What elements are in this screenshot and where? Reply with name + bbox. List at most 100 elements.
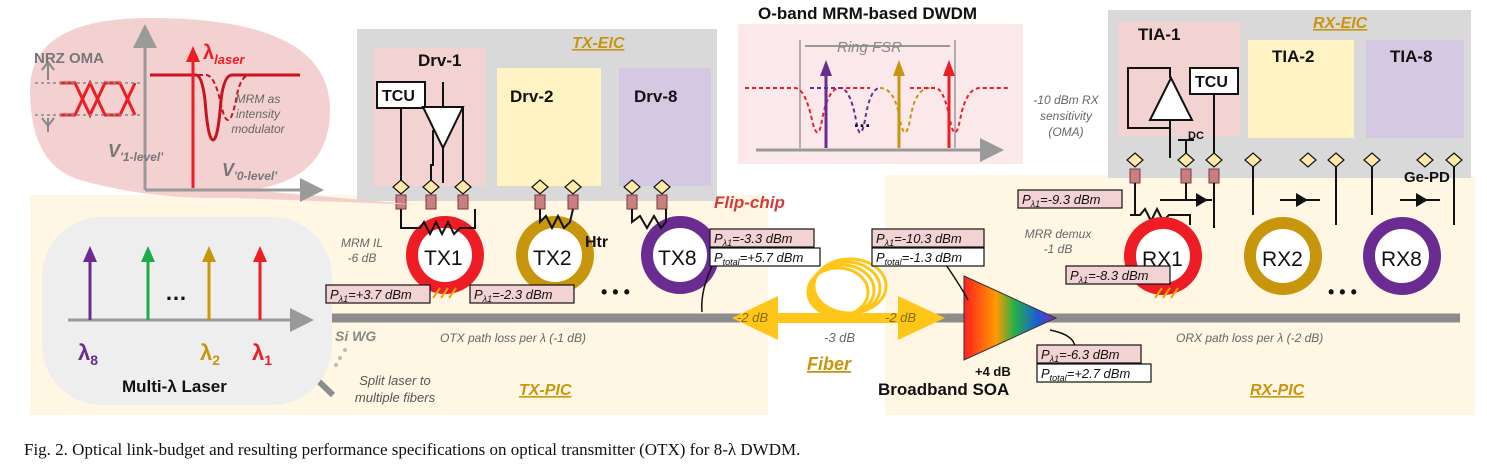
tia-1-label: TIA-1 — [1138, 25, 1181, 44]
fiber-coupler-right — [898, 296, 945, 340]
rx-sens-line2: sensitivity — [1040, 109, 1093, 123]
mrm-modulator-line2: intensity — [236, 107, 281, 121]
power-label-soa-out-l1: Pλ1=-6.3 dBm — [1036, 344, 1142, 364]
rx-flip-chip-bumps — [1126, 152, 1463, 184]
tia-8-label: TIA-8 — [1390, 47, 1433, 66]
dwdm-curve-red-left — [745, 87, 870, 134]
dwdm-ellipsis: … — [853, 111, 871, 131]
fiber-label: Fiber — [807, 354, 852, 374]
svg-text:Ptotal=+5.7 dBm: Ptotal=+5.7 dBm — [714, 250, 803, 267]
lambda-2-label: λ2 — [200, 340, 220, 368]
dwdm-curve-gold — [879, 87, 931, 134]
mrr-demux-line1: MRR demux — [1025, 227, 1093, 241]
power-label-tx2-in: Pλ1=-2.3 dBm — [469, 284, 575, 304]
fiber-line — [778, 313, 898, 323]
ring-fsr-label: Ring FSR — [837, 39, 902, 56]
power-label-fiber-out-total: Ptotal=-1.3 dBm — [871, 247, 985, 267]
soa-label: Broadband SOA — [878, 380, 1009, 399]
drv-8-label: Drv-8 — [634, 87, 677, 106]
rx2-ring — [1244, 217, 1322, 295]
fiber-coil — [806, 257, 888, 318]
pd-diode-2 — [1296, 193, 1308, 207]
drv-1-wiring — [400, 82, 464, 183]
svg-text:Pλ1=-10.3 dBm: Pλ1=-10.3 dBm — [876, 231, 962, 248]
svg-text:Pλ1=+3.7 dBm: Pλ1=+3.7 dBm — [330, 287, 412, 304]
tx-dots: • • • — [601, 282, 630, 302]
soa-triangle — [963, 275, 1058, 361]
tx2-label: TX2 — [533, 247, 572, 270]
svg-text:Pλ1=-6.3 dBm: Pλ1=-6.3 dBm — [1041, 347, 1120, 364]
power-label-rx1-pd: Pλ1=-9.3 dBm — [1017, 189, 1123, 209]
lambda-8-label: λ8 — [78, 340, 98, 368]
tx8-label: TX8 — [658, 247, 697, 270]
flip-chip-label: Flip-chip — [714, 193, 785, 212]
drv-1-label: Drv-1 — [418, 51, 461, 70]
tx1-label: TX1 — [424, 247, 463, 270]
mrm-modulator-line1: MRM as — [236, 92, 281, 106]
split-laser-line1: Split laser to — [359, 373, 431, 388]
rx-pic-label: RX-PIC — [1250, 382, 1305, 399]
svg-text:Pλ1=-9.3 dBm: Pλ1=-9.3 dBm — [1022, 192, 1101, 209]
tia-2-label: TIA-2 — [1272, 47, 1315, 66]
power-label-rx1-in: Pλ1=-8.3 dBm — [1065, 265, 1171, 285]
tcu-rx-box — [1189, 67, 1239, 95]
fiber-loss: -3 dB — [824, 330, 855, 345]
tcu-tx-label: TCU — [382, 88, 415, 105]
svg-text:Pλ1=-2.3 dBm: Pλ1=-2.3 dBm — [474, 287, 553, 304]
figure-caption: Fig. 2. Optical link-budget and resultin… — [24, 440, 801, 459]
svg-text:Ptotal=-1.3 dBm: Ptotal=-1.3 dBm — [876, 250, 962, 267]
lambda-laser-label: λlaser — [203, 42, 245, 67]
dwdm-lines — [820, 60, 955, 148]
v1-level-label: V'1-level' — [108, 141, 164, 164]
otx-path-loss: OTX path loss per λ (-1 dB) — [440, 331, 586, 345]
power-label-soa-out-total: Ptotal=+2.7 dBm — [1036, 363, 1152, 383]
drv-8-block — [619, 68, 711, 186]
dwdm-title: O-band MRM-based DWDM — [758, 4, 977, 23]
mrm-il-line1: MRM IL — [341, 236, 383, 250]
dc-label: DC — [1188, 130, 1204, 142]
ge-pd-label: Ge-PD — [1404, 169, 1450, 186]
drv-2-label: Drv-2 — [510, 87, 553, 106]
power-label-tx-out-total: Ptotal=+5.7 dBm — [709, 247, 821, 267]
pd-diode-8 — [1416, 193, 1428, 207]
rx-sens-line3: (OMA) — [1048, 125, 1083, 139]
multi-laser-label: Multi-λ Laser — [122, 377, 227, 396]
tx-heaters — [400, 208, 667, 237]
rx8-label: RX8 — [1381, 248, 1422, 271]
rx-sens-line1: -10 dBm RX — [1033, 93, 1099, 107]
dwdm-inset — [738, 24, 1023, 164]
mrm-curve-2 — [150, 74, 300, 122]
svg-text:Pλ1=-3.3 dBm: Pλ1=-3.3 dBm — [714, 231, 793, 248]
pd-diode-1 — [1196, 193, 1208, 207]
mrm-il-line2: -6 dB — [348, 251, 377, 265]
svg-text:Ptotal=+2.7 dBm: Ptotal=+2.7 dBm — [1041, 366, 1130, 383]
mrr-demux-line2: -1 dB — [1044, 242, 1073, 256]
fiber-coupler-left — [732, 296, 778, 340]
power-label-fiber-out-l1: Pλ1=-10.3 dBm — [871, 228, 985, 248]
rx-dots: • • • — [1328, 282, 1357, 302]
coupling-sparks — [432, 287, 1179, 299]
v0-level-label: V'0-level' — [222, 160, 278, 183]
soa-gain: +4 dB — [975, 364, 1011, 379]
tx1-ring — [406, 216, 484, 294]
si-wg-label: Si WG — [335, 328, 376, 344]
rx8-ring — [1363, 217, 1441, 295]
laser-arrow-callout — [186, 46, 200, 62]
tx-pic-label: TX-PIC — [519, 382, 572, 399]
nrz-oma-label: NRZ OMA — [34, 50, 104, 67]
fiber-loss-left: -2 dB — [737, 310, 768, 325]
mrm-modulator-line3: modulator — [231, 122, 285, 136]
laser-ellipsis: … — [165, 280, 187, 305]
mrm-curve-1 — [150, 73, 300, 142]
laser-lines — [83, 246, 267, 320]
tx-eic-label: TX-EIC — [572, 35, 625, 52]
fiber-loss-right: -2 dB — [885, 310, 916, 325]
tia-8-block — [1366, 40, 1464, 138]
split-dots — [334, 348, 347, 367]
dwdm-curve-purple — [810, 87, 881, 134]
power-label-tx1-in: Pλ1=+3.7 dBm — [325, 284, 431, 304]
split-laser-line2: multiple fibers — [355, 390, 436, 405]
orx-path-loss: ORX path loss per λ (-2 dB) — [1176, 331, 1323, 345]
lambda-1-label: λ1 — [252, 340, 272, 368]
